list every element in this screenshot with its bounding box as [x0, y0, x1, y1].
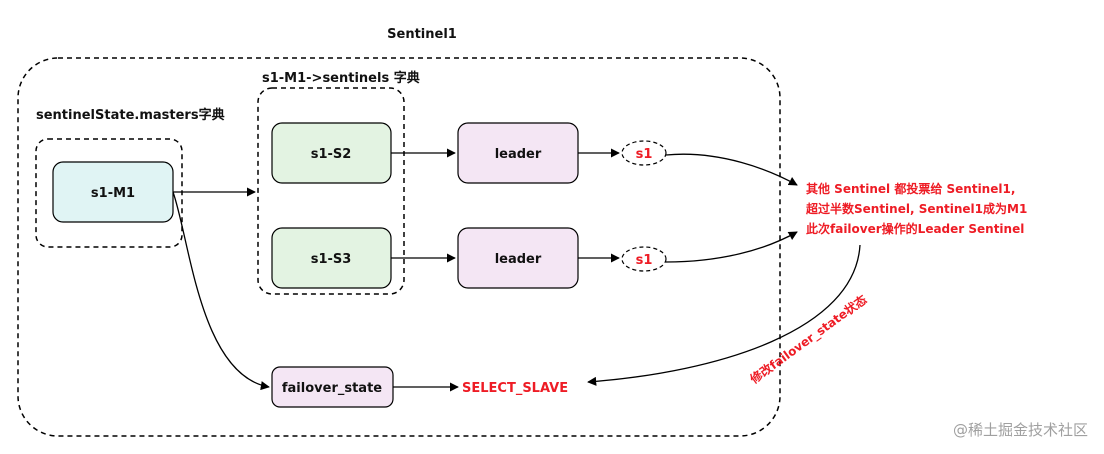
modify-failover-state-label: 修改failover_state状态 — [746, 292, 870, 388]
sentinel1-title: Sentinel1 — [387, 27, 457, 42]
connectors — [172, 148, 861, 392]
masters-dict-container — [35, 138, 183, 248]
arrow-m1-to-failover — [172, 191, 270, 391]
node-s1-s2-label: s1-S2 — [311, 147, 352, 162]
select-slave-label: SELECT_SLAVE — [462, 381, 568, 396]
arrow-vote-top-to-note — [665, 153, 798, 186]
arrow-vote-bottom-to-note — [665, 231, 798, 263]
vote-bottom-label: s1 — [636, 253, 653, 268]
node-s1-m1-label: s1-M1 — [91, 186, 135, 201]
sentinels-dict-label: s1-M1->sentinels 字典 — [262, 70, 420, 86]
leader-note-line-2: 超过半数Sentinel, Sentinel1成为M1 — [805, 201, 1027, 216]
node-leader-bottom-label: leader — [495, 252, 542, 267]
arrow-note-to-select — [587, 244, 861, 386]
node-s1-s3-label: s1-S3 — [311, 252, 352, 267]
leader-note-line-3: 此次failover操作的Leader Sentinel — [806, 221, 1024, 236]
sentinel1-container — [17, 57, 781, 437]
vote-ellipse-bottom — [621, 246, 667, 272]
watermark: @稀土掘金技术社区 — [953, 421, 1088, 439]
node-failover-state-label: failover_state — [282, 381, 382, 396]
leader-note-line-1: 其他 Sentinel 都投票给 Sentinel1, — [806, 181, 1015, 196]
sentinels-dict-container — [257, 87, 405, 295]
vote-top-label: s1 — [636, 147, 653, 162]
masters-dict-label: sentinelState.masters字典 — [36, 107, 225, 123]
node-leader-top-label: leader — [495, 147, 542, 162]
vote-ellipse-top — [621, 140, 667, 166]
